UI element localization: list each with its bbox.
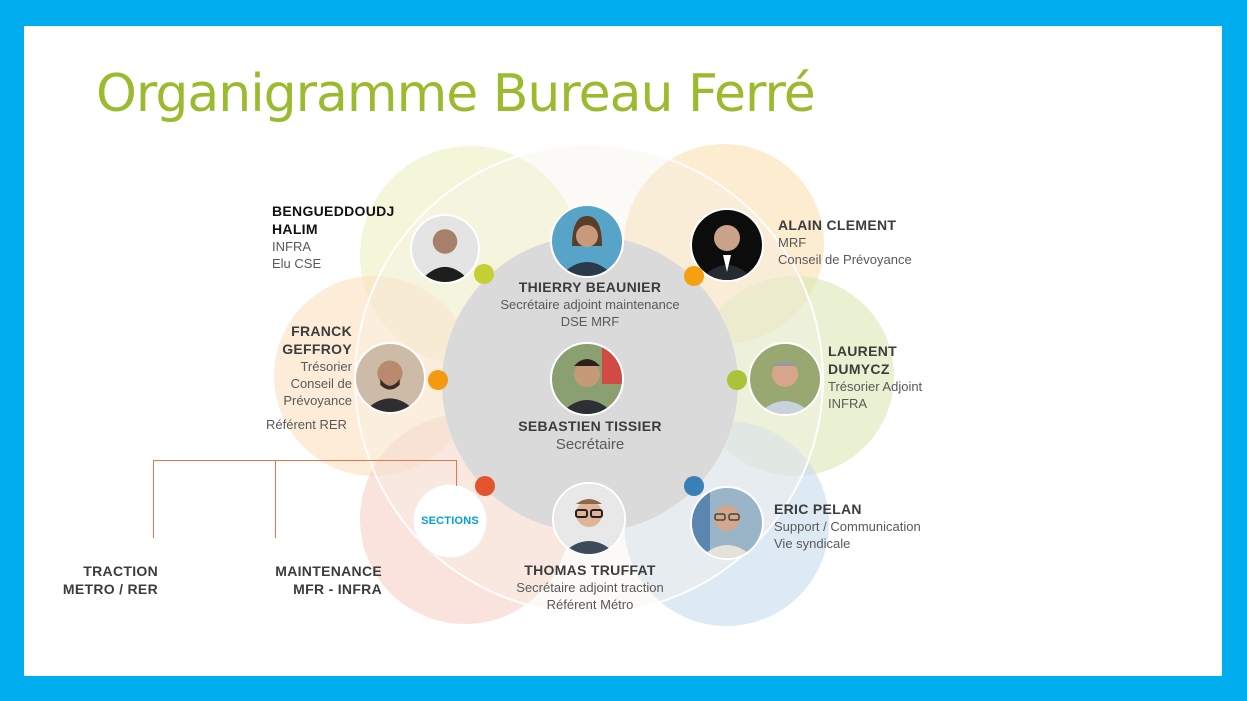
label-section-maintenance: MAINTENANCE MFR - INFRA <box>275 563 382 597</box>
dot-red-sections <box>475 476 495 496</box>
sections-connector-maintenance <box>275 460 276 538</box>
sections-circle[interactable]: SECTIONS <box>414 485 486 557</box>
photo-pelan <box>690 486 764 560</box>
dot-green-halim <box>474 264 494 284</box>
label-halim: BENGUEDDOUDJ HALIM INFRA Elu CSE <box>272 203 395 271</box>
photo-clement <box>690 208 764 282</box>
sections-connector-sections <box>456 460 457 486</box>
label-dumycz: LAURENT DUMYCZ Trésorier Adjoint INFRA <box>828 343 923 411</box>
label-tissier: SEBASTIEN TISSIER Secrétaire <box>518 418 662 453</box>
label-pelan: ERIC PELAN Support / Communication Vie s… <box>774 501 921 551</box>
sections-label: SECTIONS <box>421 515 479 527</box>
slide: Organigramme Bureau Ferré SECTIONS <box>24 26 1222 676</box>
photo-dumycz <box>748 342 822 416</box>
label-truffat: THOMAS TRUFFAT Secrétaire adjoint tracti… <box>516 562 664 612</box>
photo-tissier <box>550 342 624 416</box>
photo-truffat <box>552 482 626 556</box>
page-title: Organigramme Bureau Ferré <box>96 64 816 124</box>
label-geffroy-rer: Référent RER <box>266 417 347 432</box>
label-beaunier: THIERRY BEAUNIER Secrétaire adjoint main… <box>500 279 680 329</box>
photo-beaunier <box>550 204 624 278</box>
photo-geffroy <box>354 342 426 414</box>
dot-orange-clement <box>684 266 704 286</box>
dot-orange-geffroy <box>428 370 448 390</box>
dot-blue-pelan <box>684 476 704 496</box>
sections-connector-horizontal <box>153 460 457 461</box>
photo-halim <box>410 214 480 284</box>
dot-green-dumycz <box>727 370 747 390</box>
sections-connector-traction <box>153 460 154 538</box>
label-geffroy: FRANCK GEFFROY Trésorier Conseil de Prév… <box>282 323 352 408</box>
label-clement: ALAIN CLEMENT MRF Conseil de Prévoyance <box>778 217 912 267</box>
label-section-traction: TRACTION METRO / RER <box>62 563 158 597</box>
